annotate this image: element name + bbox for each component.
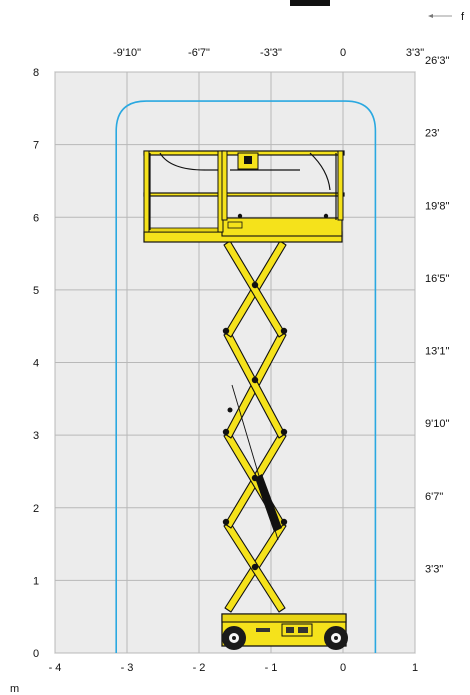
y-metric-tick-label: 7 xyxy=(33,140,39,152)
deck-housing-slot xyxy=(227,221,243,229)
imperial-unit-label: f xyxy=(461,11,465,23)
y-metric-tick-label: 6 xyxy=(33,212,39,224)
y-metric-tick-label: 3 xyxy=(33,430,39,442)
y-imperial-tick-label: 19'8" xyxy=(425,200,449,212)
envelope-layer xyxy=(115,100,377,653)
metric-unit-label: m xyxy=(10,683,19,695)
y-imperial-tick-label: 13'1" xyxy=(425,346,449,358)
y-imperial-tick-label: 23' xyxy=(425,128,439,140)
x-metric-tick-label: - 2 xyxy=(193,662,206,674)
deck-housing xyxy=(221,217,343,237)
y-imperial-axis: 3'3" 6'7" 9'10" 13'1" 16'5" 19'8" 23' 26'3" xyxy=(425,55,449,575)
y-metric-tick-label: 8 xyxy=(33,67,39,79)
x-metric-tick-label: - 4 xyxy=(49,662,62,674)
hydraulic-cylinder xyxy=(255,474,282,532)
x-imperial-tick-label: -9'10" xyxy=(113,47,141,59)
y-metric-tick-label: 5 xyxy=(33,285,39,297)
title-fragment xyxy=(290,0,330,6)
y-metric-tick-label: 4 xyxy=(33,358,39,370)
y-metric-tick-label: 1 xyxy=(33,575,39,587)
chassis-panel-inner2 xyxy=(298,627,308,633)
y-imperial-tick-label: 6'7" xyxy=(425,491,443,503)
y-imperial-tick-label: 9'10" xyxy=(425,418,449,430)
y-imperial-tick-label: 26'3" xyxy=(425,55,449,67)
rail-posts xyxy=(143,150,344,233)
y-imperial-tick-label: 16'5" xyxy=(425,273,449,285)
x-metric-tick-label: - 1 xyxy=(265,662,278,674)
x-imperial-tick-label: 0 xyxy=(340,47,346,59)
pivot-pins xyxy=(222,281,288,571)
working-envelope-outline xyxy=(115,100,377,653)
x-metric-tick-label: 0 xyxy=(340,662,346,674)
y-metric-axis: 0 1 2 3 4 5 6 7 8 xyxy=(33,67,39,660)
control-box xyxy=(237,152,259,170)
x-imperial-tick-label: 3'3" xyxy=(406,47,424,59)
deck-extension-floor xyxy=(143,227,223,233)
y-metric-tick-label: 2 xyxy=(33,503,39,515)
x-metric-axis: - 4 - 3 - 2 - 1 0 1 xyxy=(49,662,418,674)
x-imperial-tick-label: -3'3" xyxy=(260,47,282,59)
cable-line xyxy=(231,384,279,541)
y-metric-tick-label: 0 xyxy=(33,648,39,660)
x-metric-tick-label: - 3 xyxy=(121,662,134,674)
y-imperial-tick-label: 3'3" xyxy=(425,563,443,575)
chassis-vent xyxy=(256,628,270,632)
scissor-lift-machine xyxy=(143,150,348,650)
chassis-top-rail xyxy=(221,613,347,623)
x-imperial-tick-label: -6'7" xyxy=(188,47,210,59)
front-wheel xyxy=(324,626,348,650)
chassis-panel-inner xyxy=(286,627,294,633)
x-metric-tick-label: 1 xyxy=(412,662,418,674)
toe-board-bolts xyxy=(237,213,329,219)
x-imperial-axis: -9'10" -6'7" -3'3" 0 3'3" xyxy=(113,47,424,59)
unit-arrow-icon xyxy=(428,14,452,18)
rear-wheel xyxy=(222,626,246,650)
